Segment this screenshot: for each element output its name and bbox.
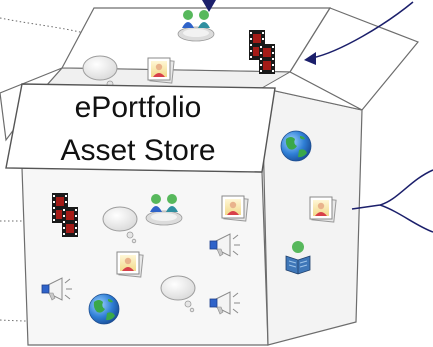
photo-icon [221,195,249,222]
box-title-line2: Asset Store [60,134,215,167]
globe-icon [280,130,312,162]
box-label-panel [5,83,276,173]
arrow-head-film [304,52,316,65]
photo-icon [147,57,175,84]
globe-icon [88,293,120,325]
photo-icon [309,196,337,223]
bracket-to-photo [351,169,433,233]
box-title-line1: ePortfolio [75,91,202,124]
box-side-strip [260,71,363,111]
arrow-head-people [202,0,216,12]
photo-icon [116,251,144,278]
annotation-arrows [202,0,433,233]
arrow-to-film [311,1,414,59]
